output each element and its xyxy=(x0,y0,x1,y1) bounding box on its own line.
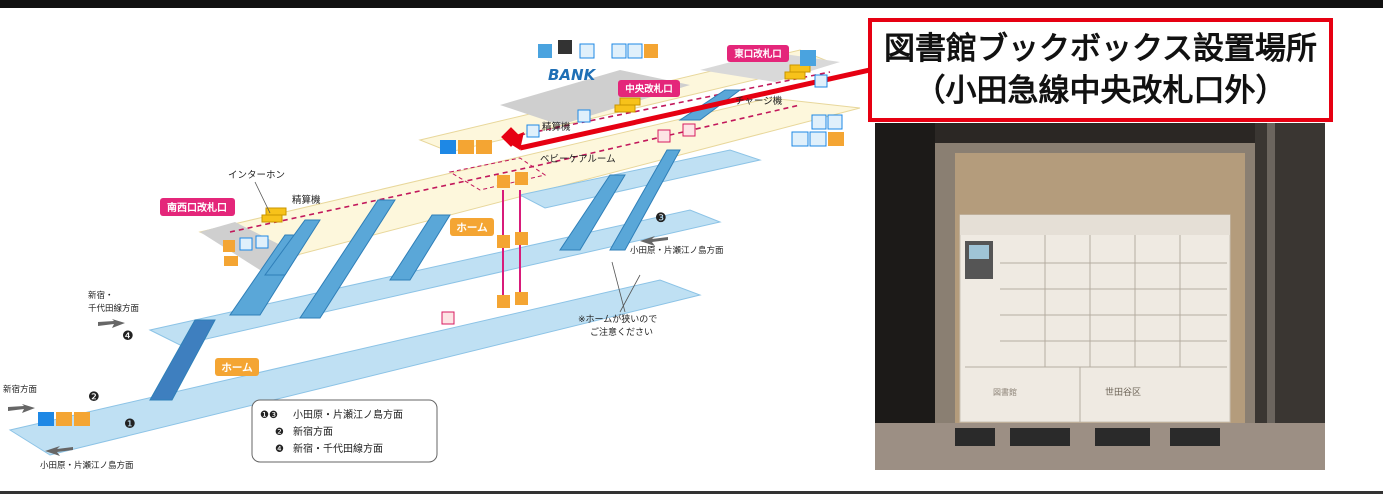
callout-title: 図書館ブックボックス設置場所 xyxy=(883,31,1318,67)
legend-marks-1: ❶❸ xyxy=(260,410,278,421)
book-box-photo: 図書館 世田谷区 xyxy=(875,123,1325,470)
platform-callout-upper: ホーム xyxy=(456,222,488,234)
platform-callout-lower-bg xyxy=(215,358,259,376)
book-box-location-callout: 図書館ブックボックス設置場所 （小田急線中央改札口外） xyxy=(868,18,1333,122)
direction-shinjuku-left-1: 新宿・ xyxy=(88,290,114,301)
route-dashed-2 xyxy=(519,71,831,136)
charge-machine-label: チャージ機 xyxy=(735,95,783,107)
track-number-1: ❶ xyxy=(124,417,136,432)
platform-callout-upper-bg xyxy=(450,218,494,236)
pointer-arrow-line xyxy=(519,67,870,151)
box-right-label: 世田谷区 xyxy=(1105,386,1141,398)
baby-care-outline xyxy=(448,157,547,191)
narrow-warning-1: ※ホームが狭いので xyxy=(578,313,657,325)
legend-text-2: 新宿方面 xyxy=(293,425,333,438)
elevator-icons xyxy=(497,172,528,308)
gate-label-east: 東口改札口 xyxy=(733,48,782,60)
direction-arrows xyxy=(8,236,668,456)
gate-label-east-bg xyxy=(727,45,789,62)
legend-text-3: 新宿・千代田線方面 xyxy=(293,442,383,455)
legend-marks-3: ❹ xyxy=(275,444,284,455)
legend-box xyxy=(251,399,438,463)
track-number-4: ❹ xyxy=(122,329,134,344)
platform-callout-lower: ホーム xyxy=(221,362,253,374)
callout-subtitle: （小田急線中央改札口外） xyxy=(914,73,1287,109)
box-left-label: 図書館 xyxy=(993,387,1017,397)
facility-icons xyxy=(38,40,844,426)
gate-label-central-bg xyxy=(618,80,680,97)
gate-label-central: 中央改札口 xyxy=(625,83,673,95)
fare-adjust-label-2: 精算機 xyxy=(542,121,571,133)
intercom-label: インターホン xyxy=(228,170,285,181)
track-number-3: ❸ xyxy=(655,211,667,226)
ticket-gates xyxy=(261,64,811,223)
direction-shinjuku-bottom: 新宿方面 xyxy=(3,384,38,395)
direction-odawara-right: 小田原・片瀬江ノ島方面 xyxy=(630,245,724,256)
book-box xyxy=(959,214,1231,423)
direction-shinjuku-left-2: 千代田線方面 xyxy=(88,303,140,314)
track-number-2: ❷ xyxy=(88,390,100,405)
bank-label: BANK xyxy=(548,66,597,84)
bottom-border xyxy=(0,491,1383,494)
fare-adjust-label-1: 精算機 xyxy=(292,194,321,206)
platform-lower xyxy=(8,279,702,456)
baby-care-label: ベビーケアルーム xyxy=(540,154,616,165)
station-map: 南西口改札口 中央改札口 東口改札口 BANK ホーム ホーム インターホン 精… xyxy=(3,40,870,471)
legend-text-1: 小田原・片瀬江ノ島方面 xyxy=(293,408,403,421)
legend-marks-2: ❷ xyxy=(275,427,284,438)
top-border xyxy=(0,0,1383,8)
narrow-warning-2: ご注意ください xyxy=(590,326,653,338)
gate-label-southwest-bg xyxy=(160,198,235,216)
intercom-leader xyxy=(254,181,271,214)
direction-odawara-bottom: 小田原・片瀬江ノ島方面 xyxy=(40,460,134,471)
route-dashed-1 xyxy=(229,104,801,233)
gate-label-southwest: 南西口改札口 xyxy=(167,201,227,214)
